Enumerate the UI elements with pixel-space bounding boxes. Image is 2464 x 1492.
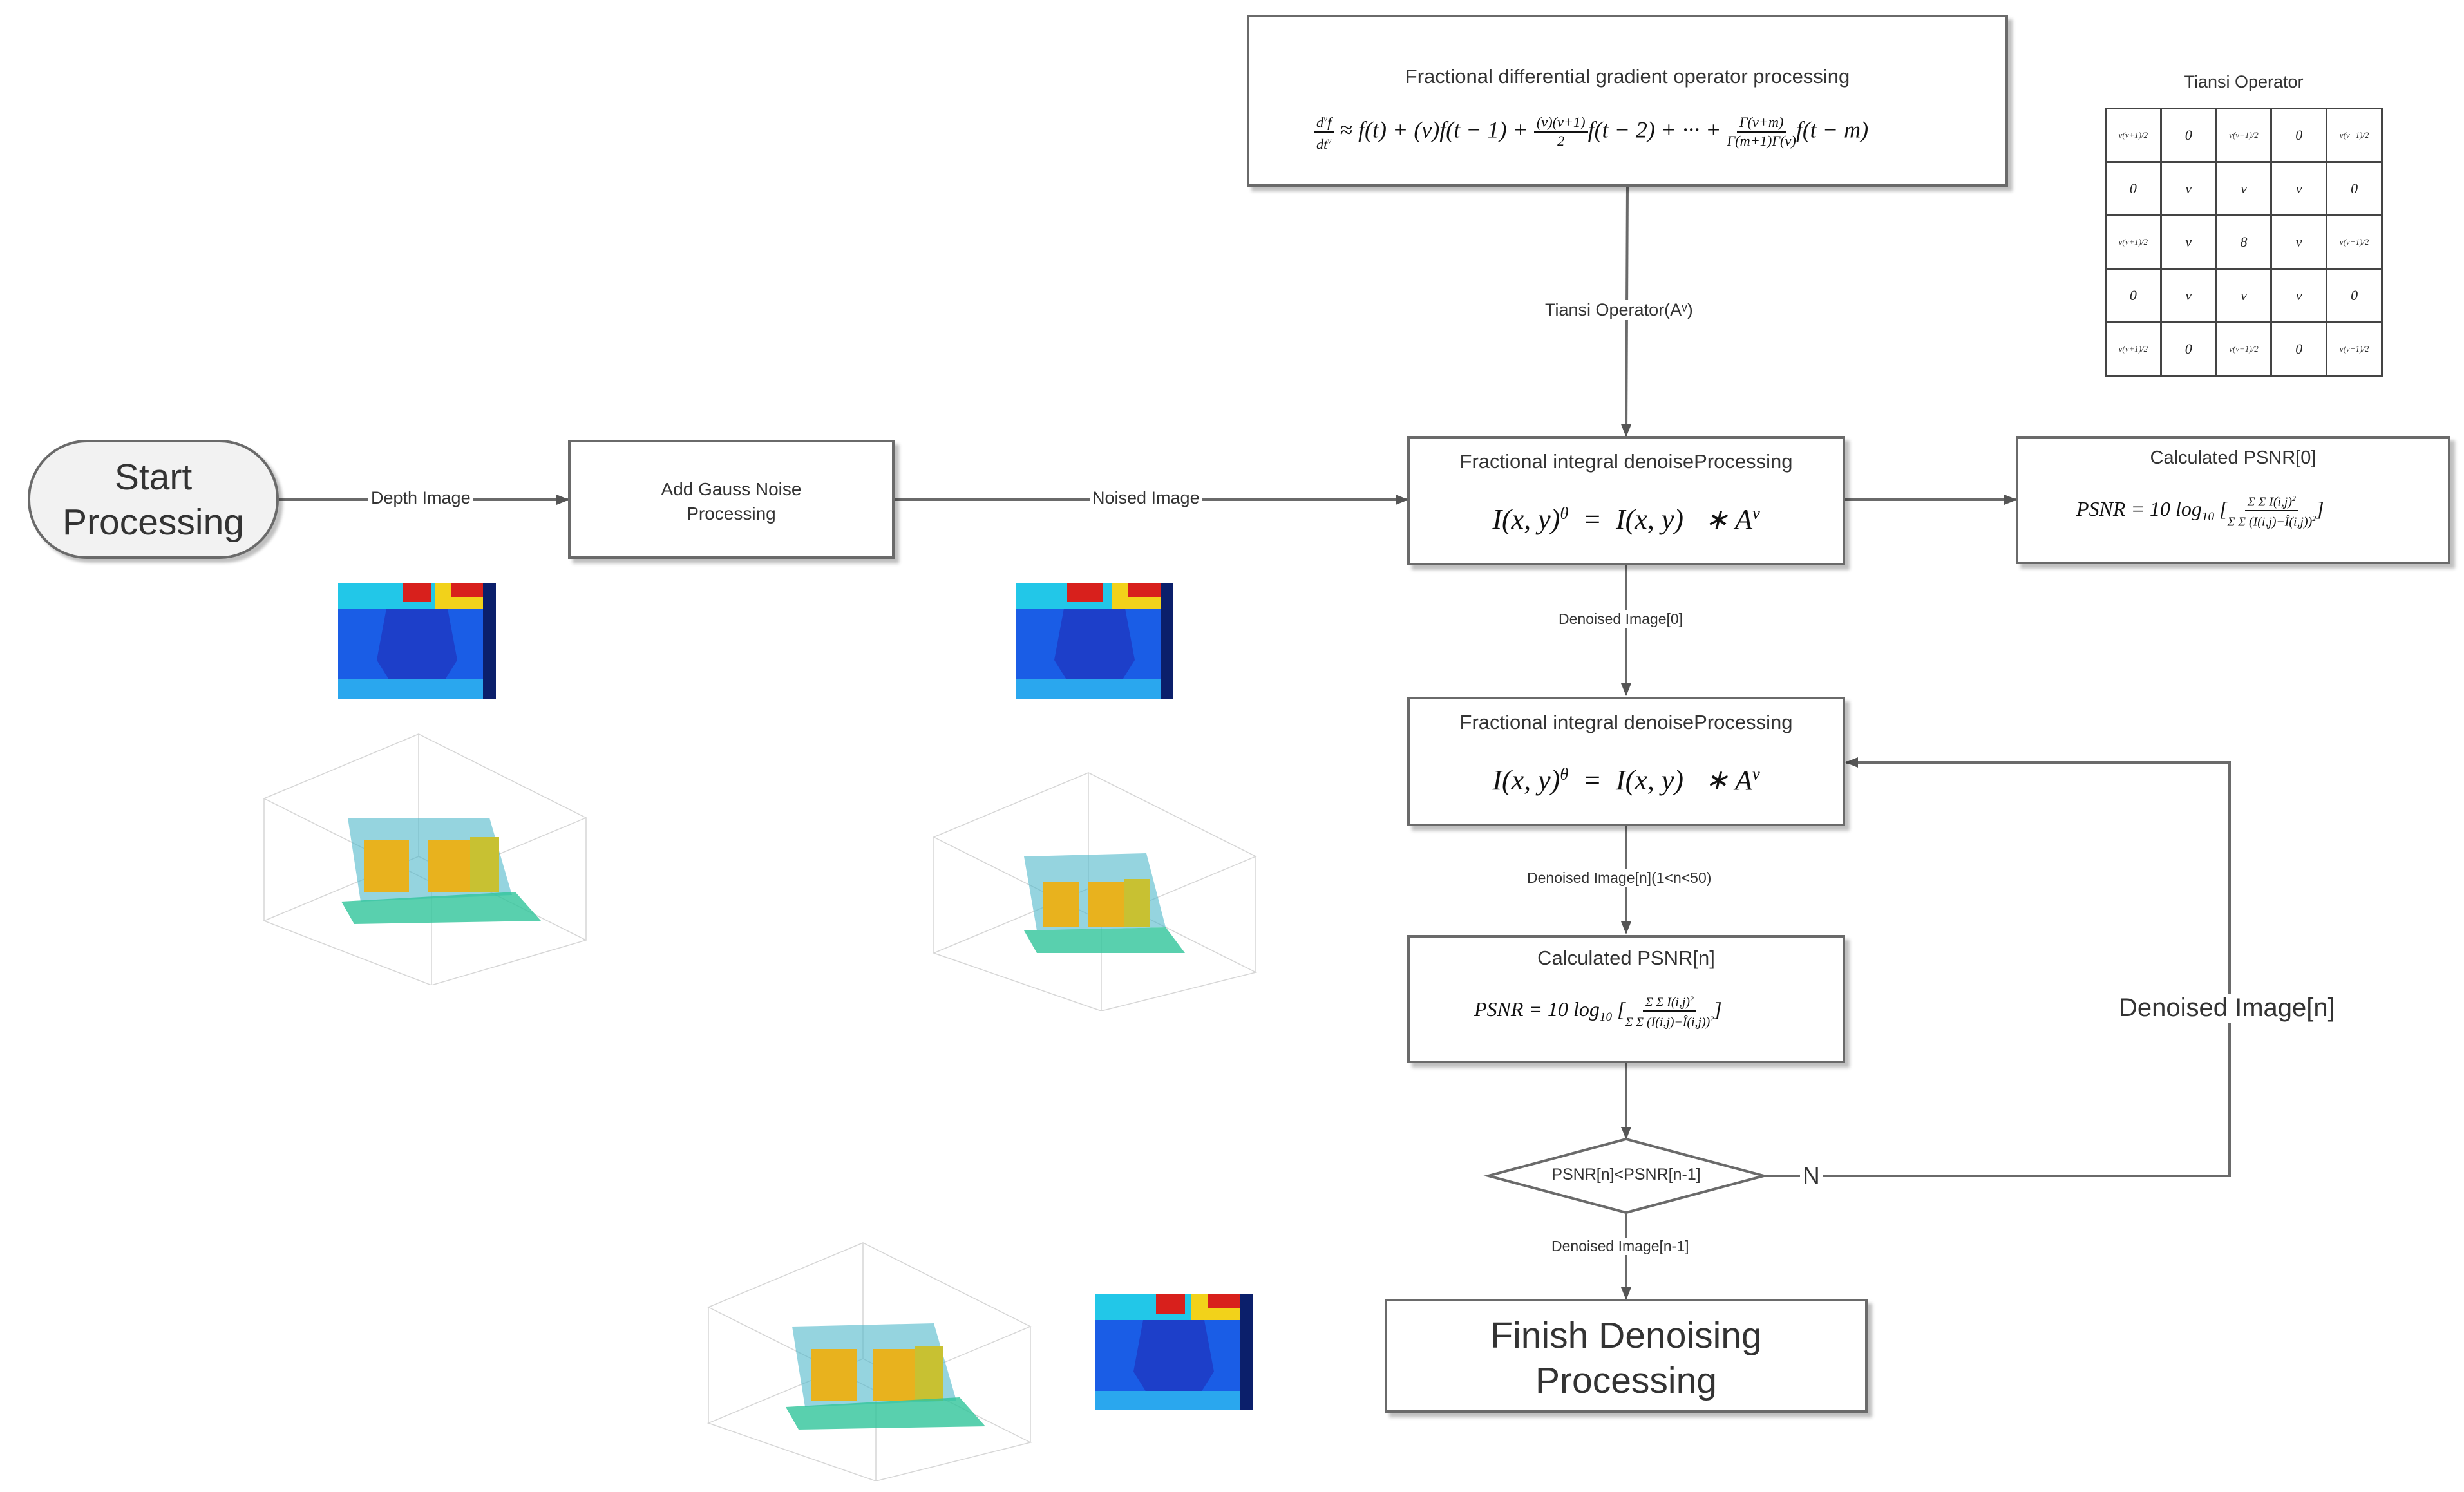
finish-label: Finish Denoising Processing (1490, 1315, 1762, 1401)
gradient-operator-title: Fractional differential gradient operato… (1405, 65, 1850, 88)
point-cloud-original (262, 733, 588, 985)
tiansi-cell: v(v+1)/2 (2105, 214, 2162, 270)
point-cloud-noised (932, 772, 1258, 1011)
depth-image-original (338, 583, 496, 699)
tiansi-cell: 0 (2159, 108, 2217, 163)
decision-diamond (1483, 1137, 1769, 1214)
edge-label-denoised-prev: Denoised Image[n-1] (1549, 1238, 1692, 1255)
add-gauss-noise-box: Add Gauss Noise Processing (568, 440, 895, 559)
denoise-equation-0: I(x, y)θ = I(x, y) ∗ Av (1492, 503, 1760, 535)
edge-loop (1764, 757, 2231, 1177)
psnr-box-n: Calculated PSNR[n] PSNR = 10 log10 [Σ Σ … (1407, 935, 1845, 1063)
tiansi-cell: v(v−1)/2 (2326, 214, 2383, 270)
denoise-box-n: Fractional integral denoiseProcessing I(… (1407, 697, 1845, 826)
tiansi-cell: v (2159, 161, 2217, 216)
tiansi-cell: v(v+1)/2 (2215, 321, 2273, 377)
add-gauss-noise-label: Add Gauss Noise Processing (661, 479, 802, 524)
edge-label-denoised-n: Denoised Image[n](1<n<50) (1524, 869, 1714, 887)
edge-label-loop: Denoised Image[n] (2116, 994, 2338, 1023)
tiansi-cell: v(v+1)/2 (2215, 108, 2273, 163)
tiansi-cell: v (2159, 268, 2217, 323)
tiansi-cell: v (2270, 214, 2328, 270)
tiansi-cell: v (2270, 268, 2328, 323)
tiansi-cell: v(v+1)/2 (2105, 108, 2162, 163)
tiansi-cell: v(v−1)/2 (2326, 321, 2383, 377)
decision-label: PSNR[n]<PSNR[n-1] (1551, 1166, 1701, 1184)
tiansi-cell: v (2159, 214, 2217, 270)
denoise-box-0: Fractional integral denoiseProcessing I(… (1407, 436, 1845, 565)
edge-label-tiansi-operator: Tiansi Operator(Aᵛ) (1542, 300, 1696, 320)
psnr-box-n-title: Calculated PSNR[n] (1537, 947, 1715, 969)
psnr-box-0-title: Calculated PSNR[0] (2150, 448, 2317, 468)
tiansi-cell: 8 (2215, 214, 2273, 270)
edge-label-depth-image: Depth Image (368, 488, 473, 508)
denoise-box-0-title: Fractional integral denoiseProcessing (1459, 450, 1793, 473)
tiansi-operator-title: Tiansi Operator (2184, 72, 2304, 91)
tiansi-cell: 0 (2270, 321, 2328, 377)
tiansi-cell: v(v+1)/2 (2105, 321, 2162, 377)
depth-image-noised (1016, 583, 1173, 699)
denoise-box-n-title: Fractional integral denoiseProcessing (1459, 711, 1793, 733)
tiansi-cell: 0 (2159, 321, 2217, 377)
tiansi-cell: 0 (2270, 108, 2328, 163)
edge-label-denoised-0: Denoised Image[0] (1556, 610, 1686, 628)
edge-label-no: N (1800, 1162, 1823, 1189)
tiansi-cell: 0 (2105, 268, 2162, 323)
tiansi-cell: v (2215, 161, 2273, 216)
edge-label-noised-image: Noised Image (1090, 488, 1202, 508)
depth-image-denoised (1095, 1294, 1253, 1410)
start-label: Start Processing (62, 456, 244, 543)
tiansi-cell: v(v−1)/2 (2326, 108, 2383, 163)
tiansi-cell: 0 (2105, 161, 2162, 216)
tiansi-cell: v (2215, 268, 2273, 323)
point-cloud-denoised (706, 1242, 1032, 1481)
gradient-operator-box: Fractional differential gradient operato… (1247, 15, 2008, 187)
psnr-box-0: Calculated PSNR[0] PSNR = 10 log10 [Σ Σ … (2016, 436, 2450, 564)
denoise-equation-n: I(x, y)θ = I(x, y) ∗ Av (1492, 764, 1760, 796)
finish-box: Finish Denoising Processing (1385, 1299, 1868, 1413)
start-node: Start Processing (28, 440, 279, 559)
tiansi-cell: 0 (2326, 161, 2383, 216)
tiansi-cell: 0 (2326, 268, 2383, 323)
tiansi-cell: v (2270, 161, 2328, 216)
